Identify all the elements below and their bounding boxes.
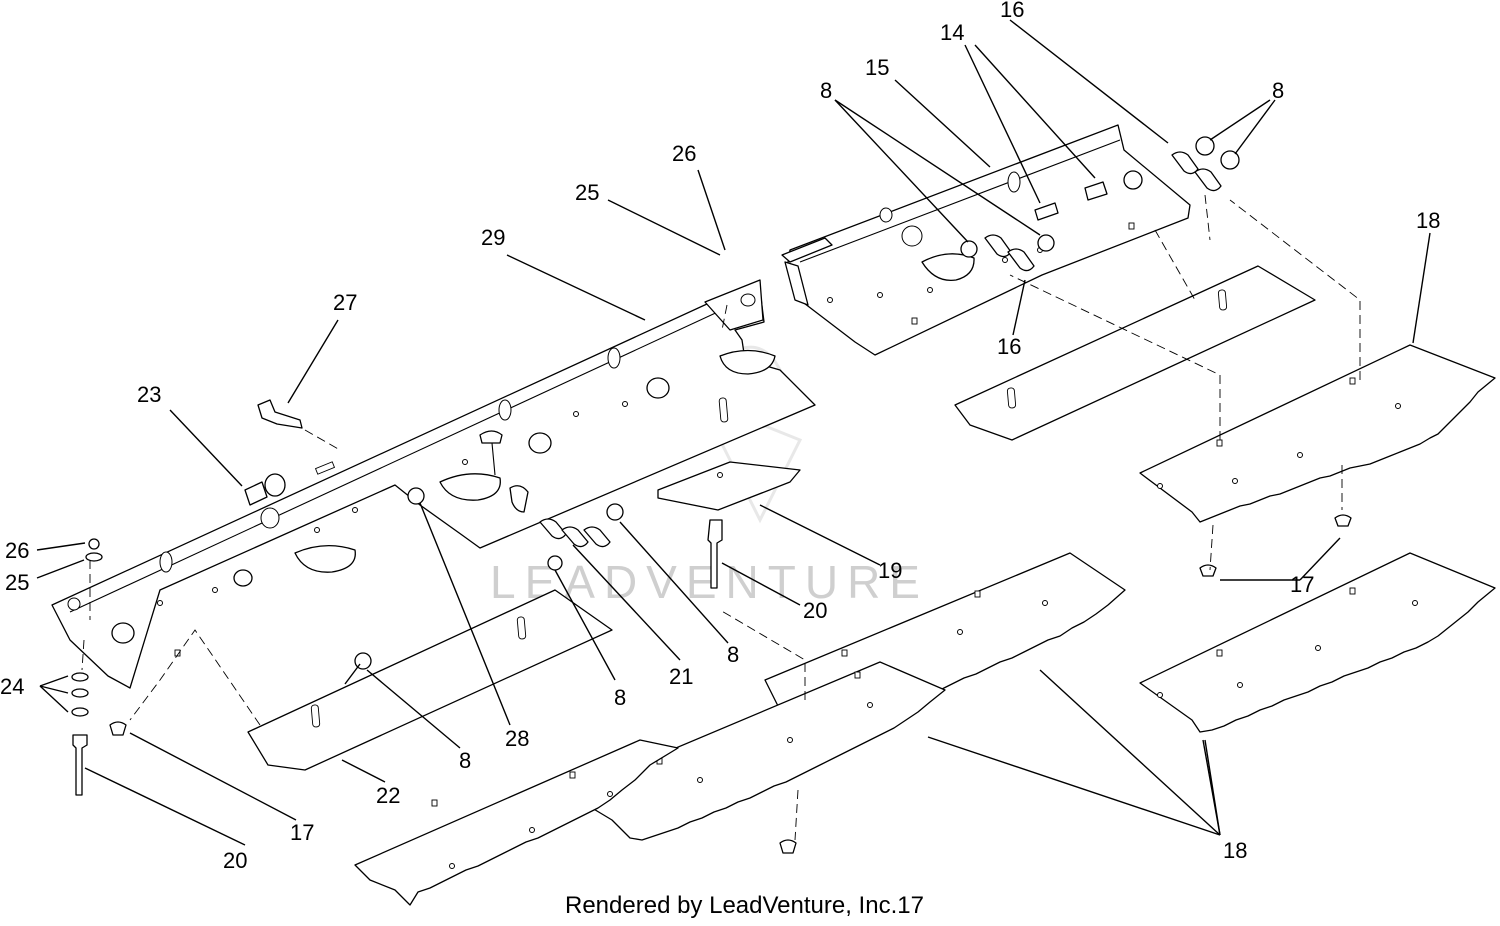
callouts: 16 14 15 8 8 16 18 17 18 19 20 8 21 8 28… <box>0 0 1440 873</box>
callout-24: 24 <box>0 674 24 699</box>
callout-8: 8 <box>1272 78 1284 103</box>
callout-26: 26 <box>672 141 696 166</box>
callout-20: 20 <box>223 848 247 873</box>
callout-8: 8 <box>614 685 626 710</box>
leader-lines <box>36 19 1431 846</box>
serrated-blade-middle <box>587 661 946 854</box>
mounting-bracket-left <box>51 279 816 689</box>
serrated-blade-right-upper <box>1139 344 1496 577</box>
callout-14: 14 <box>940 20 964 45</box>
callout-18: 18 <box>1416 208 1440 233</box>
callout-18: 18 <box>1223 838 1247 863</box>
callout-8: 8 <box>820 78 832 103</box>
callout-16: 16 <box>1000 0 1024 22</box>
hardware-right-upper <box>960 136 1240 272</box>
callout-28: 28 <box>505 726 529 751</box>
callout-25: 25 <box>575 180 599 205</box>
callout-25: 25 <box>5 570 29 595</box>
callout-22: 22 <box>376 783 400 808</box>
callout-17: 17 <box>1290 572 1314 597</box>
callout-21: 21 <box>669 664 693 689</box>
callout-19: 19 <box>878 558 902 583</box>
callout-20: 20 <box>803 598 827 623</box>
serrated-blade-bottom <box>354 739 679 906</box>
callout-16: 16 <box>997 334 1021 359</box>
hardware-left <box>71 399 723 796</box>
serrated-blade-right-lower <box>1139 552 1496 733</box>
callout-27: 27 <box>333 290 357 315</box>
callout-29: 29 <box>481 225 505 250</box>
callout-15: 15 <box>865 55 889 80</box>
callout-26: 26 <box>5 538 29 563</box>
flat-strip-left <box>247 589 613 771</box>
callout-8: 8 <box>459 748 471 773</box>
callout-8: 8 <box>727 642 739 667</box>
flat-strip-right <box>954 265 1316 441</box>
callout-17: 17 <box>290 820 314 845</box>
small-plate <box>657 461 801 511</box>
callout-23: 23 <box>137 382 161 407</box>
alignment-lines <box>81 194 1361 841</box>
footer-credit: Rendered by LeadVenture, Inc.17 <box>565 892 924 919</box>
